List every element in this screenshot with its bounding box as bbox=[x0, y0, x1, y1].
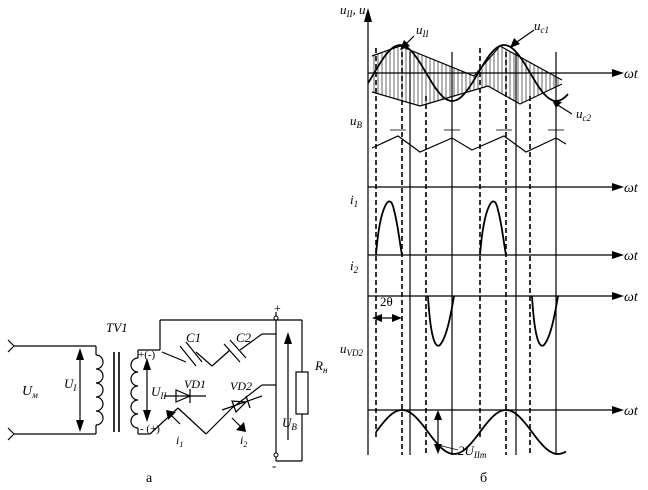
axis-wt-5: ωt bbox=[624, 404, 639, 419]
label-c2: C2 bbox=[236, 330, 252, 345]
u2-arrow bbox=[143, 358, 151, 422]
axis-wt-3: ωt bbox=[624, 249, 639, 264]
label-polarity-top: +(-) bbox=[138, 349, 156, 361]
label-uc1: uc1 bbox=[534, 18, 549, 35]
label-rn: Rн bbox=[314, 358, 328, 375]
label-minus: - bbox=[272, 458, 276, 473]
two-theta-marker bbox=[372, 314, 402, 322]
label-u2-curve: uII bbox=[416, 22, 429, 39]
u2-waveform bbox=[367, 44, 569, 102]
uc2-envelope bbox=[371, 83, 563, 107]
axis-wt-2: ωt bbox=[624, 181, 639, 196]
hatching-region bbox=[373, 46, 559, 106]
i1-pulse-2 bbox=[479, 200, 507, 256]
label-uc2: uc2 bbox=[576, 106, 591, 123]
primary-winding bbox=[95, 346, 104, 434]
secondary-winding bbox=[130, 350, 139, 434]
i2-pulse-2 bbox=[531, 295, 559, 347]
uc1-envelope bbox=[371, 45, 563, 81]
capacitor-c2 bbox=[211, 333, 276, 367]
label-u1: UI bbox=[64, 376, 77, 393]
ub-ripple bbox=[371, 135, 567, 153]
ub-arrow bbox=[284, 332, 292, 440]
y-axis-arrow bbox=[364, 8, 372, 22]
circuit-diagram: Uм UI TV1 +(-) - (+) bbox=[7, 301, 328, 486]
label-vd2: VD2 bbox=[230, 379, 252, 393]
label-tv1: TV1 bbox=[106, 320, 128, 335]
label-um: Uм bbox=[22, 384, 38, 400]
load-resistor bbox=[295, 371, 309, 415]
label-u2: UII bbox=[151, 384, 167, 401]
label-2theta: 2θ bbox=[380, 294, 393, 309]
label-ub: UВ bbox=[282, 415, 297, 432]
diode-vd1 bbox=[164, 389, 206, 403]
output-terminal-minus bbox=[273, 452, 279, 458]
input-terminals bbox=[7, 339, 96, 441]
i1-pulse-1 bbox=[375, 200, 403, 256]
caption-b: б bbox=[480, 471, 487, 486]
label-ub-panel: uB bbox=[350, 113, 363, 130]
caption-a: а bbox=[146, 471, 153, 486]
label-vd1: VD1 bbox=[184, 377, 206, 391]
transformer-core bbox=[113, 352, 120, 432]
label-i2: i2 bbox=[240, 433, 247, 449]
two-u-marker bbox=[434, 410, 459, 454]
u1-arrow bbox=[76, 348, 84, 432]
timing-diagrams: uII, uc ωt ωt ωt ωt ωt uI bbox=[340, 2, 639, 486]
i2-pulse-1 bbox=[427, 295, 455, 347]
label-plus: + bbox=[274, 301, 281, 315]
current-arrows bbox=[166, 410, 246, 432]
diode-vd2 bbox=[221, 395, 263, 414]
label-i1-panel: i1 bbox=[350, 192, 358, 209]
label-top-y: uII, uc bbox=[340, 2, 370, 19]
label-polarity-bottom: - (+) bbox=[140, 423, 160, 435]
label-i1: i1 bbox=[176, 433, 183, 449]
uvd2-waveform bbox=[375, 409, 567, 455]
label-i2-panel: i2 bbox=[350, 258, 359, 275]
axis-wt-4: ωt bbox=[624, 290, 639, 305]
axis-wt-1: ωt bbox=[624, 67, 639, 82]
capacitor-c1 bbox=[161, 341, 213, 367]
label-uvd2: uVD2 bbox=[340, 341, 363, 358]
circuit-wiring bbox=[138, 312, 303, 462]
label-c1: C1 bbox=[186, 330, 201, 345]
guide-lines bbox=[375, 48, 557, 455]
output-terminal-plus bbox=[273, 315, 279, 321]
label-2u: 2UIIm bbox=[458, 443, 487, 460]
